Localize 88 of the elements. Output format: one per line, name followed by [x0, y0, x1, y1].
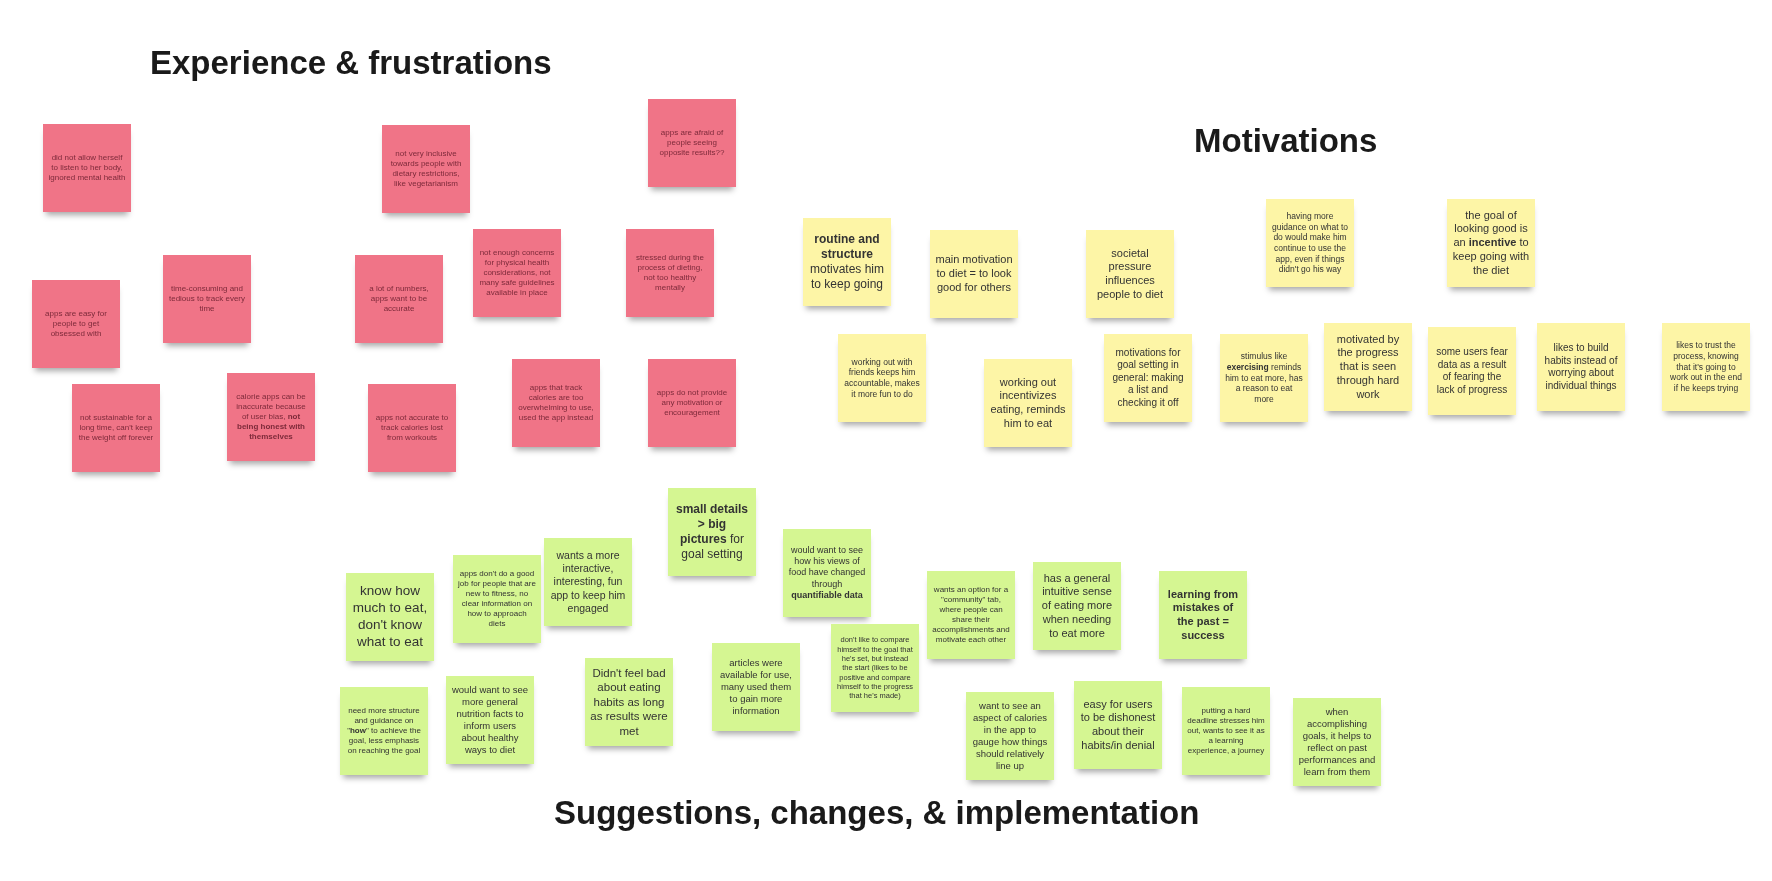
- note-text: stimulus like exercising reminds him to eat more, has a reason to eat more: [1225, 351, 1303, 405]
- note-text: articles were available for use, many used them to gain more information: [719, 657, 793, 717]
- note-text: working out incentivizes eating, reminds him to eat: [989, 375, 1067, 431]
- note-text: calorie apps can be inaccurate because of user bias, not being honest with themselves: [235, 392, 307, 442]
- note-text: societal pressure influences people to diet: [1095, 246, 1165, 302]
- sticky-note: [227, 373, 315, 461]
- note-text: apps are easy for people to get obsessed with: [44, 309, 108, 339]
- sticky-note: [930, 230, 1018, 318]
- note-text: would want to see more general nutrition facts to inform users about healthy ways to diet: [451, 684, 529, 756]
- sticky-note: [1086, 230, 1174, 318]
- sticky-note: [340, 687, 428, 775]
- sticky-note: [446, 676, 534, 764]
- section-heading: Motivations: [1194, 121, 1378, 161]
- sticky-note: [648, 99, 736, 187]
- sticky-note: [453, 555, 541, 643]
- sticky-note: [43, 124, 131, 212]
- note-text: want to see an aspect of calories in the app to gauge how things should relatively line up: [971, 700, 1049, 772]
- sticky-note: [72, 384, 160, 472]
- note-text: apps that track calories are too overwhelming to use, used the app instead: [517, 383, 595, 423]
- note-text: main motivation to diet = to look good for others: [935, 253, 1013, 295]
- sticky-note: [783, 529, 871, 617]
- sticky-note: [1662, 323, 1750, 411]
- note-text: apps not accurate to track calories lost from workouts: [374, 413, 450, 443]
- note-text: likes to trust the process, knowing that it's going to work out in the end if he keeps trying: [1669, 340, 1743, 394]
- sticky-note: [1537, 323, 1625, 411]
- note-text: has a general intuitive sense of eating more when needing to eat more: [1040, 571, 1114, 641]
- sticky-note: [984, 359, 1072, 447]
- note-text: not sustainable for a long time, can't keep the weight off forever: [77, 413, 155, 443]
- sticky-note: [1266, 199, 1354, 287]
- sticky-note: [163, 255, 251, 343]
- sticky-note: [1447, 199, 1535, 287]
- note-text: wants an option for a "community" tab, where people can share their accomplishments and motivate each other: [932, 585, 1010, 645]
- note-text: putting a hard deadline stresses him out, wants to see it as a learning experience, a journey: [1187, 706, 1265, 756]
- note-text: would want to see how his views of food have changed through quantifiable data: [788, 544, 866, 602]
- note-text: when accomplishing goals, it helps to reflect on past performances and learn from them: [1298, 706, 1376, 778]
- sticky-note: [1428, 327, 1516, 415]
- note-text: need more structure and guidance on "how" to achieve the goal, less emphasis on reaching the goal: [346, 706, 422, 756]
- sticky-note: [648, 359, 736, 447]
- note-text: likes to build habits instead of worrying about individual things: [1543, 342, 1619, 392]
- sticky-note: [668, 488, 756, 576]
- sticky-note: [585, 658, 673, 746]
- sticky-note: [32, 280, 120, 368]
- note-text: stressed during the process of dieting, not too healthy mentally: [634, 253, 705, 293]
- note-text: a lot of numbers, apps want to be accurate: [368, 284, 430, 314]
- sticky-note: [927, 571, 1015, 659]
- note-text: time-consuming and tedious to track every time: [168, 284, 246, 314]
- sticky-note: [1220, 334, 1308, 422]
- sticky-note: [803, 218, 891, 306]
- sticky-note: [1033, 562, 1121, 650]
- note-text: Didn't feel bad about eating habits as long as results were met: [590, 666, 668, 738]
- sticky-note: [544, 538, 632, 626]
- note-text: motivations for goal setting in general: making a list and checking it off: [1111, 346, 1185, 410]
- note-text: small details > big pictures for goal setting: [674, 502, 749, 562]
- note-text: routine and structure motivates him to keep going: [809, 232, 885, 292]
- note-text: having more guidance on what to do would make him continue to use the app, even if things didn't go his way: [1271, 211, 1349, 275]
- note-text: motivated by the progress that is seen through hard work: [1335, 332, 1401, 402]
- sticky-note: [1104, 334, 1192, 422]
- section-heading: Experience & frustrations: [150, 43, 552, 83]
- sticky-note: [473, 229, 561, 317]
- sticky-note: [1074, 681, 1162, 769]
- sticky-note: [831, 624, 919, 712]
- sticky-note: [346, 573, 434, 661]
- note-text: some users fear data as a result of fearing the lack of progress: [1435, 346, 1509, 396]
- sticky-note: [712, 643, 800, 731]
- sticky-note: [1182, 687, 1270, 775]
- sticky-note: [1293, 698, 1381, 786]
- sticky-note: [966, 692, 1054, 780]
- sticky-note: [1159, 571, 1247, 659]
- note-text: apps do not provide any motivation or encouragement: [655, 388, 729, 418]
- sticky-note: [838, 334, 926, 422]
- sticky-note: [626, 229, 714, 317]
- note-text: know how much to eat, don't know what to eat: [351, 583, 429, 651]
- section-heading: Suggestions, changes, & implementation: [554, 793, 1200, 833]
- sticky-note: [368, 384, 456, 472]
- note-text: wants a more interactive, interesting, fun app to keep him engaged: [549, 549, 627, 615]
- note-text: learning from mistakes of the past = success: [1166, 587, 1240, 643]
- sticky-note: [512, 359, 600, 447]
- note-text: easy for users to be dishonest about their habits/in denial: [1079, 697, 1157, 753]
- sticky-note: [355, 255, 443, 343]
- note-text: working out with friends keeps him accountable, makes it more fun to do: [843, 356, 921, 400]
- note-text: apps don't do a good job for people that are new to fitness, no clear information on how to approach diets: [458, 569, 536, 629]
- note-text: not enough concerns for physical health considerations, not many safe guidelines available in place: [478, 248, 556, 298]
- note-text: the goal of looking good is an incentive to keep going with the diet: [1452, 208, 1530, 278]
- note-text: did not allow herself to listen to her body, ignored mental health: [48, 153, 126, 183]
- sticky-note: [1324, 323, 1412, 411]
- sticky-note: [382, 125, 470, 213]
- note-text: not very inclusive towards people with dietary restrictions, like vegetarianism: [389, 149, 463, 189]
- note-text: apps are afraid of people seeing opposite results??: [658, 128, 726, 158]
